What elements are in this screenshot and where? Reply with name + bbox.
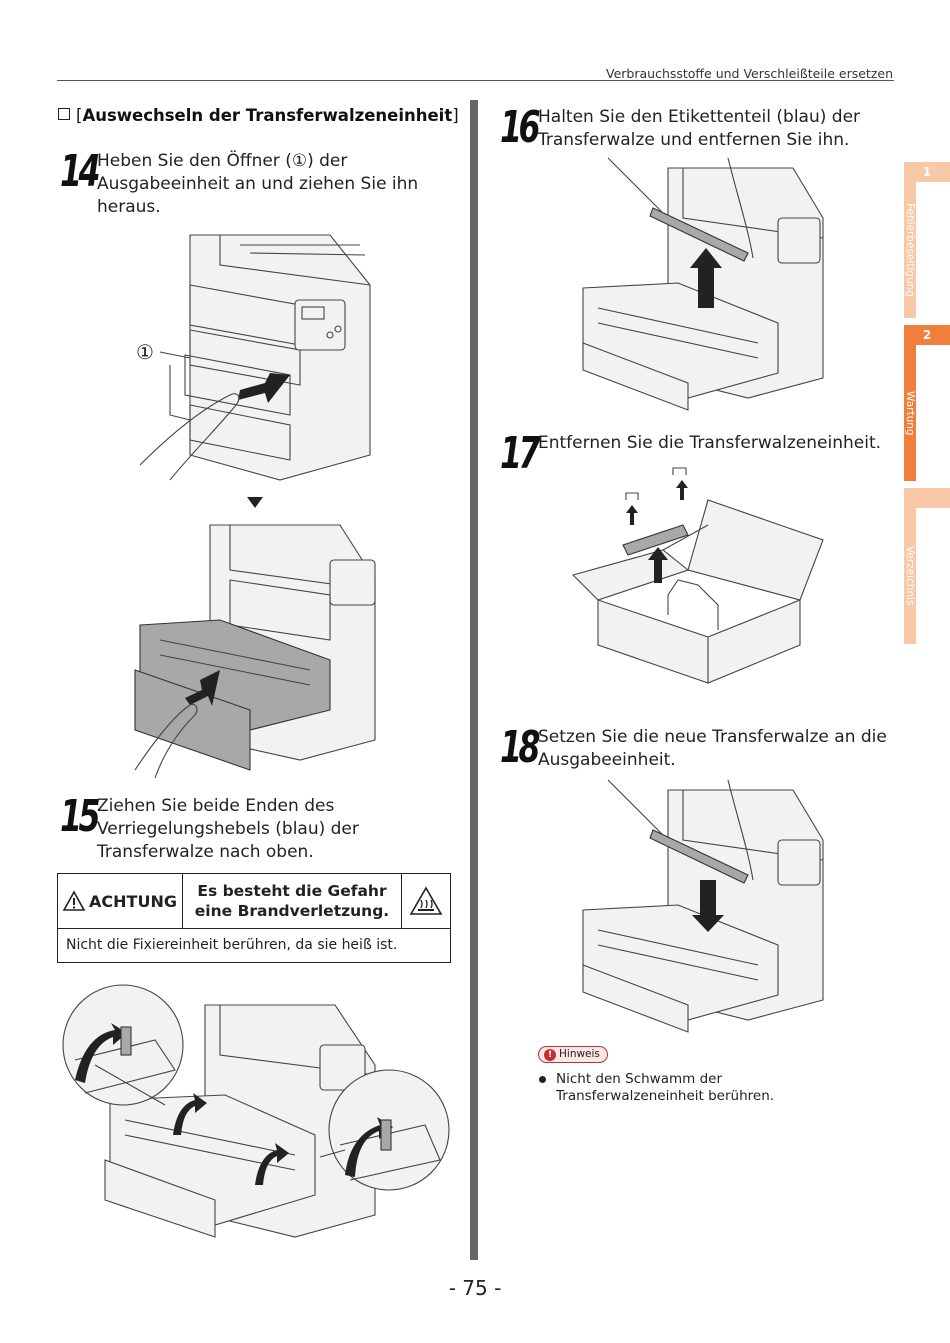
figure-roller-box <box>571 467 824 684</box>
callout-marker: ① <box>136 340 154 364</box>
figure-lock-levers <box>62 984 450 1238</box>
hint-text: Nicht den Schwamm der Transferwalzeneinh… <box>556 1071 775 1104</box>
side-tab-wartung[interactable]: 2 Wartung <box>904 325 950 481</box>
checkbox-icon <box>58 108 70 120</box>
warning-label: ACHTUNG <box>58 874 183 928</box>
warning-body: Nicht die Fixiereinheit berühren, da sie… <box>66 937 398 953</box>
step-text: Halten Sie den Etikettenteil (blau) der … <box>538 107 861 150</box>
section-title: [Auswechseln der Transferwalzeneinheit] <box>58 106 459 125</box>
side-tab-fehlerbeseitigung[interactable]: 1 Fehlerbeseitigung <box>904 162 950 318</box>
step-number: 18 <box>500 722 541 773</box>
figure-install-roller <box>582 779 824 1033</box>
running-header: Verbrauchsstoffe und Verschleißteile ers… <box>606 66 893 81</box>
step-text: Heben Sie den Öffner (①) der Ausgabeeinh… <box>97 151 419 217</box>
column-divider <box>470 100 478 1260</box>
warning-triangle-icon <box>62 890 86 911</box>
hot-surface-icon <box>401 874 450 928</box>
page-number: - 75 - <box>448 1276 502 1300</box>
step-number: 14 <box>60 146 101 197</box>
figure-remove-label <box>582 157 824 411</box>
step-text: Setzen Sie die neue Transferwalze an die… <box>538 727 887 770</box>
step-number: 16 <box>500 102 541 153</box>
bullet-icon <box>539 1076 546 1083</box>
step-number: 15 <box>60 791 101 842</box>
side-tab-verzeichnis[interactable]: Verzeichnis <box>904 488 950 644</box>
step-text: Ziehen Sie beide Enden des Verriegelungs… <box>97 796 359 862</box>
figure-unit-pulled-out <box>134 524 376 779</box>
step-text: Entfernen Sie die Transferwalzeneinheit. <box>538 433 882 453</box>
exclamation-icon: ! <box>544 1049 556 1061</box>
down-arrow-icon <box>247 497 263 508</box>
callout-line <box>159 351 191 359</box>
step-number: 17 <box>500 428 541 479</box>
hint-badge: !Hinweis <box>538 1046 608 1063</box>
figure-printer-opener <box>139 234 371 481</box>
header-rule <box>57 80 894 81</box>
